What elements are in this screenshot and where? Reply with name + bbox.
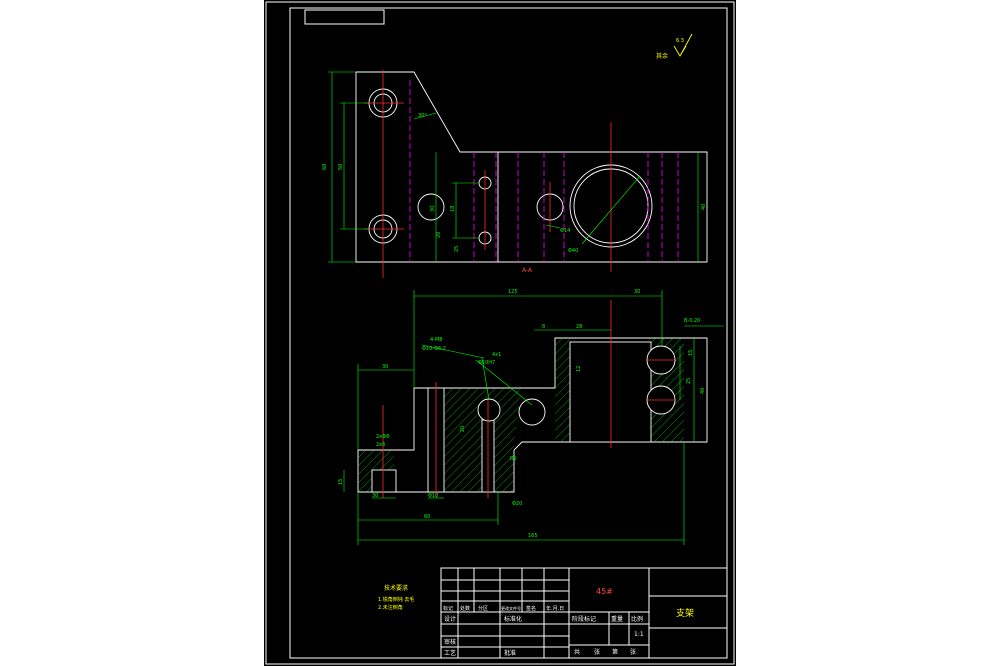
roughness-note: 其余 [656,52,668,60]
dim-plan-left-small: 30 [430,206,436,212]
dim-sec-thread2: Φ10-Φ6.2 [422,346,446,352]
dim-sec-chamfer: B-0.20 [684,318,700,324]
tech-requirements: 技术要求 1.锐角倒钝 去毛 2.未注倒角 [378,584,414,611]
corner-box [304,9,385,25]
inner-frame [289,7,728,659]
dim-sec-small1: 30 [372,493,378,499]
section-view: 125 30 28 8 B-0.20 30 4-M8 Φ10-Φ6.2 Φ10H… [338,289,724,545]
dim-sec-overall-len: 165 [528,533,538,539]
tb-review: 审核 [444,638,456,646]
dim-plan-hole-small: Φ14 [560,228,570,234]
tech-req-line-2: 2.未注倒角 [378,604,403,611]
dim-sec-right-b: 25 [686,378,692,384]
dim-sec-hole2: 4x1 [492,352,501,358]
dim-plan-inner-height: 50 [338,164,344,170]
tb-scale: 1:1 [634,631,644,638]
tb-part-name: 支架 [676,607,694,619]
outer-frame [265,1,735,665]
dim-sec-left-top: 30 [382,364,388,370]
tb-design: 设计 [444,615,456,623]
dim-sec-bottom-a: Φ10 [428,493,438,499]
dim-sec-top-short: 28 [576,324,582,330]
dim-sec-left-hole1: 2xΦ8 [376,434,389,440]
section-label: A-A [522,267,533,274]
tb-count: 处数 [460,605,470,612]
dim-sec-top-mid: 8 [542,324,545,330]
dim-plan-bottom-left: 25 [454,246,460,252]
tb-weight: 重量 [611,615,623,623]
dim-sec-bottom-b: Φ20 [512,501,522,507]
dim-sec-left-mid: 20 [460,426,466,432]
dim-sec-hole1: Φ10H7 [478,360,495,366]
dim-sec-thread1: 4-M8 [430,337,442,343]
tech-req-line-1: 1.锐角倒钝 去毛 [378,596,414,603]
tb-date: 年.月.日 [546,605,564,612]
tb-approve: 批准 [504,649,516,657]
tb-scale-label: 比例 [631,615,643,623]
tb-mark: 标记 [443,605,453,612]
tb-sheet-no: 第 [612,648,618,656]
tb-zone: 分区 [478,605,488,612]
roughness-symbol: 其余 6.3 [656,33,693,60]
tb-material: 45# [596,587,613,596]
dim-sec-bottom-c: 60 [424,514,430,520]
tb-sheet-total: 共 [574,648,580,656]
dim-sec-top-long: 125 [508,289,518,295]
tb-change-doc: 更改文件号 [501,605,521,611]
tb-sheet-word: 张 [594,648,600,656]
tb-stage-mark: 阶段标记 [572,615,596,623]
plan-view: 60 50 40 30° 30 18 20 25 Φ14 Φ40 A-A [322,70,708,278]
tb-sheet-word2: 张 [630,648,636,656]
dim-plan-angle: 30° [418,113,427,119]
tech-req-title: 技术要求 [384,584,408,592]
tb-process: 工艺 [444,649,456,657]
cad-drawing-canvas: 其余 6.3 [265,1,735,665]
dim-sec-left-hole2: 2x6 [376,442,385,448]
dim-sec-right-c: 40 [700,388,706,394]
dim-plan-mid-left: 18 [450,206,456,212]
roughness-value: 6.3 [676,38,684,44]
dim-sec-small2: 15 [338,479,344,485]
dim-sec-radius: R5 [510,456,517,462]
dim-plan-right-height: 40 [701,204,707,210]
dim-plan-mid-left2: 20 [436,232,442,238]
tb-sign: 签名 [526,605,536,612]
cad-drawing-viewport[interactable]: 其余 6.3 [264,0,736,666]
dim-sec-right-a: 15 [688,350,694,356]
dim-plan-hole-big: Φ40 [568,248,578,254]
title-block: 标记 处数 分区 更改文件号 签名 年.月.日 设计 标准化 审核 工艺 批准 … [440,567,728,659]
dim-sec-top-right: 30 [634,289,640,295]
tb-standard: 标准化 [504,615,522,623]
dim-sec-depth: 12 [576,366,582,372]
dim-plan-overall-height: 60 [322,164,328,170]
